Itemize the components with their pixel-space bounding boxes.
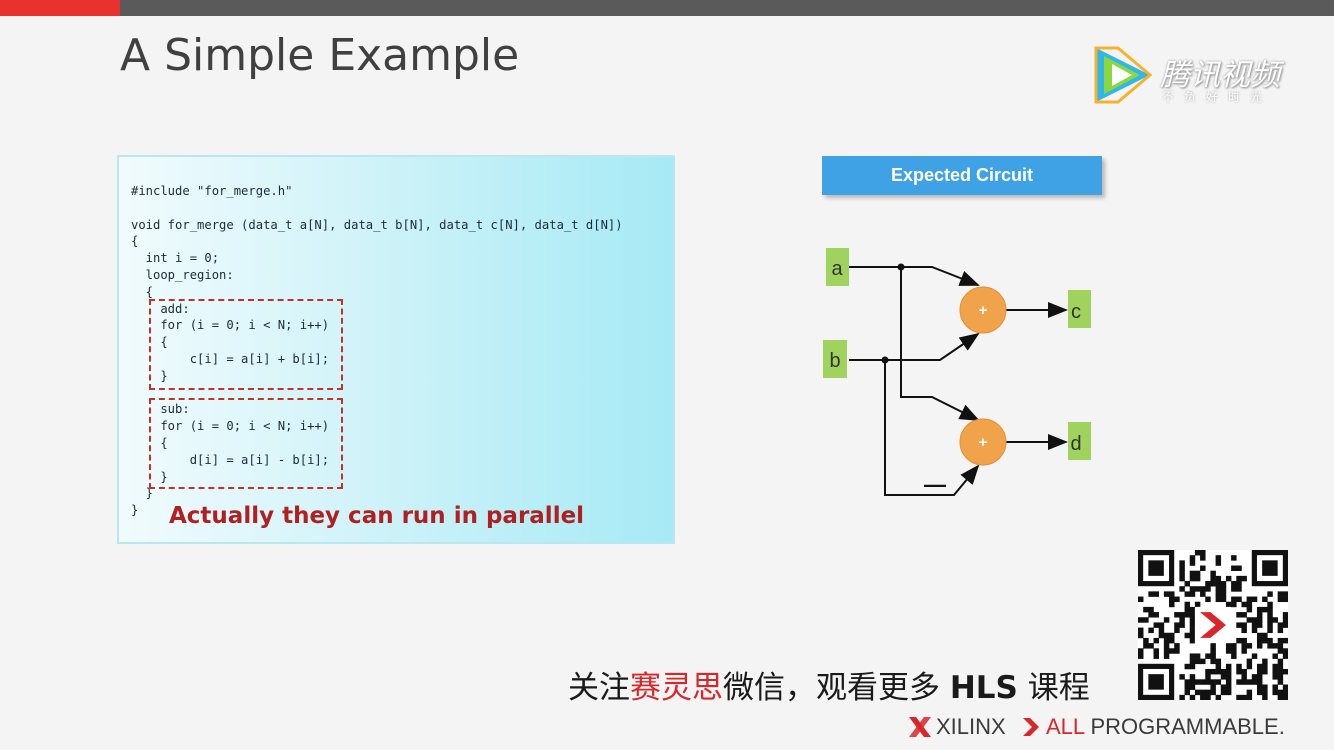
watermark-slogan: 不负好时光 [1162, 90, 1273, 104]
tagline-programmable: PROGRAMMABLE. [1084, 714, 1285, 739]
promo-part3: 微信，观看更多 [723, 670, 950, 706]
adder-2 [959, 418, 1007, 466]
code-line: for (i = 0; i < N; i++) [131, 419, 330, 434]
code-panel: #include "for_merge.h" void for_merge (d… [117, 155, 675, 544]
code-listing: #include "for_merge.h" void for_merge (d… [131, 183, 623, 519]
tencent-video-logo-icon [1094, 46, 1153, 104]
code-line: d[i] = a[i] - b[i]; [131, 452, 330, 467]
code-line: } [131, 469, 168, 484]
code-line: #include "for_merge.h" [131, 184, 293, 198]
code-line: add: [131, 301, 190, 316]
junction-a [897, 263, 905, 271]
output-d-label: d [1070, 433, 1081, 455]
slide-title: A Simple Example [120, 30, 520, 81]
minus-sign: — [924, 472, 946, 497]
input-a-box [826, 248, 849, 286]
xilinx-logo-icon [909, 717, 931, 737]
circuit-title: Expected Circuit [822, 156, 1102, 195]
code-line: } [131, 503, 139, 518]
code-line: int i = 0; [131, 251, 220, 266]
wire-b-to-adder1 [849, 332, 980, 361]
code-line: { [131, 284, 154, 299]
output-d-box [1068, 422, 1091, 460]
adder-1-symbol: + [979, 302, 988, 319]
input-a-label: a [831, 258, 843, 280]
xilinx-tagline: ALL PROGRAMMABLE. [1046, 714, 1285, 740]
code-line: } [131, 368, 168, 383]
circuit-wires [849, 266, 1068, 496]
code-line: c[i] = a[i] + b[i]; [131, 351, 330, 366]
code-line: void for_merge (data_t a[N], data_t b[N]… [131, 217, 623, 232]
watermark-name: 腾讯视频 [1160, 58, 1280, 93]
promo-part1: 关注 [568, 670, 630, 706]
code-line: { [131, 335, 168, 350]
wire-a-to-adder2 [900, 267, 980, 421]
circuit-diagram: a b c d + + — [823, 248, 1091, 497]
add-loop-highlight [149, 299, 343, 390]
code-line: { [131, 435, 168, 450]
output-c-box [1068, 290, 1091, 328]
wire-b-to-adder2 [884, 360, 980, 496]
code-line: sub: [131, 402, 190, 417]
top-bar [0, 0, 1334, 16]
promo-text: 关注赛灵思微信，观看更多 HLS 课程 [568, 662, 1090, 707]
code-line: loop_region: [131, 267, 234, 282]
sub-loop-highlight [149, 398, 343, 489]
code-line: { [131, 234, 139, 249]
input-b-label: b [829, 350, 840, 372]
code-line: for (i = 0; i < N; i++) [131, 318, 330, 333]
promo-brand: 赛灵思 [630, 670, 723, 706]
adder-1 [959, 286, 1007, 334]
junction-b [881, 356, 889, 364]
code-line: } [131, 486, 154, 501]
wire-a-to-adder1 [849, 266, 980, 286]
input-b-box [823, 340, 847, 378]
top-bar-accent [0, 0, 120, 16]
output-c-label: c [1071, 301, 1081, 323]
tagline-all: ALL [1046, 714, 1085, 739]
chevron-right-icon [1023, 718, 1039, 736]
parallel-note: Actually they can run in parallel [169, 503, 585, 529]
adder-2-symbol: + [979, 434, 988, 451]
promo-part5: 课程 [1017, 670, 1090, 706]
xilinx-brand: XILINX [936, 714, 1006, 739]
qr-code-icon [1138, 550, 1288, 700]
promo-hls: HLS [949, 670, 1018, 706]
